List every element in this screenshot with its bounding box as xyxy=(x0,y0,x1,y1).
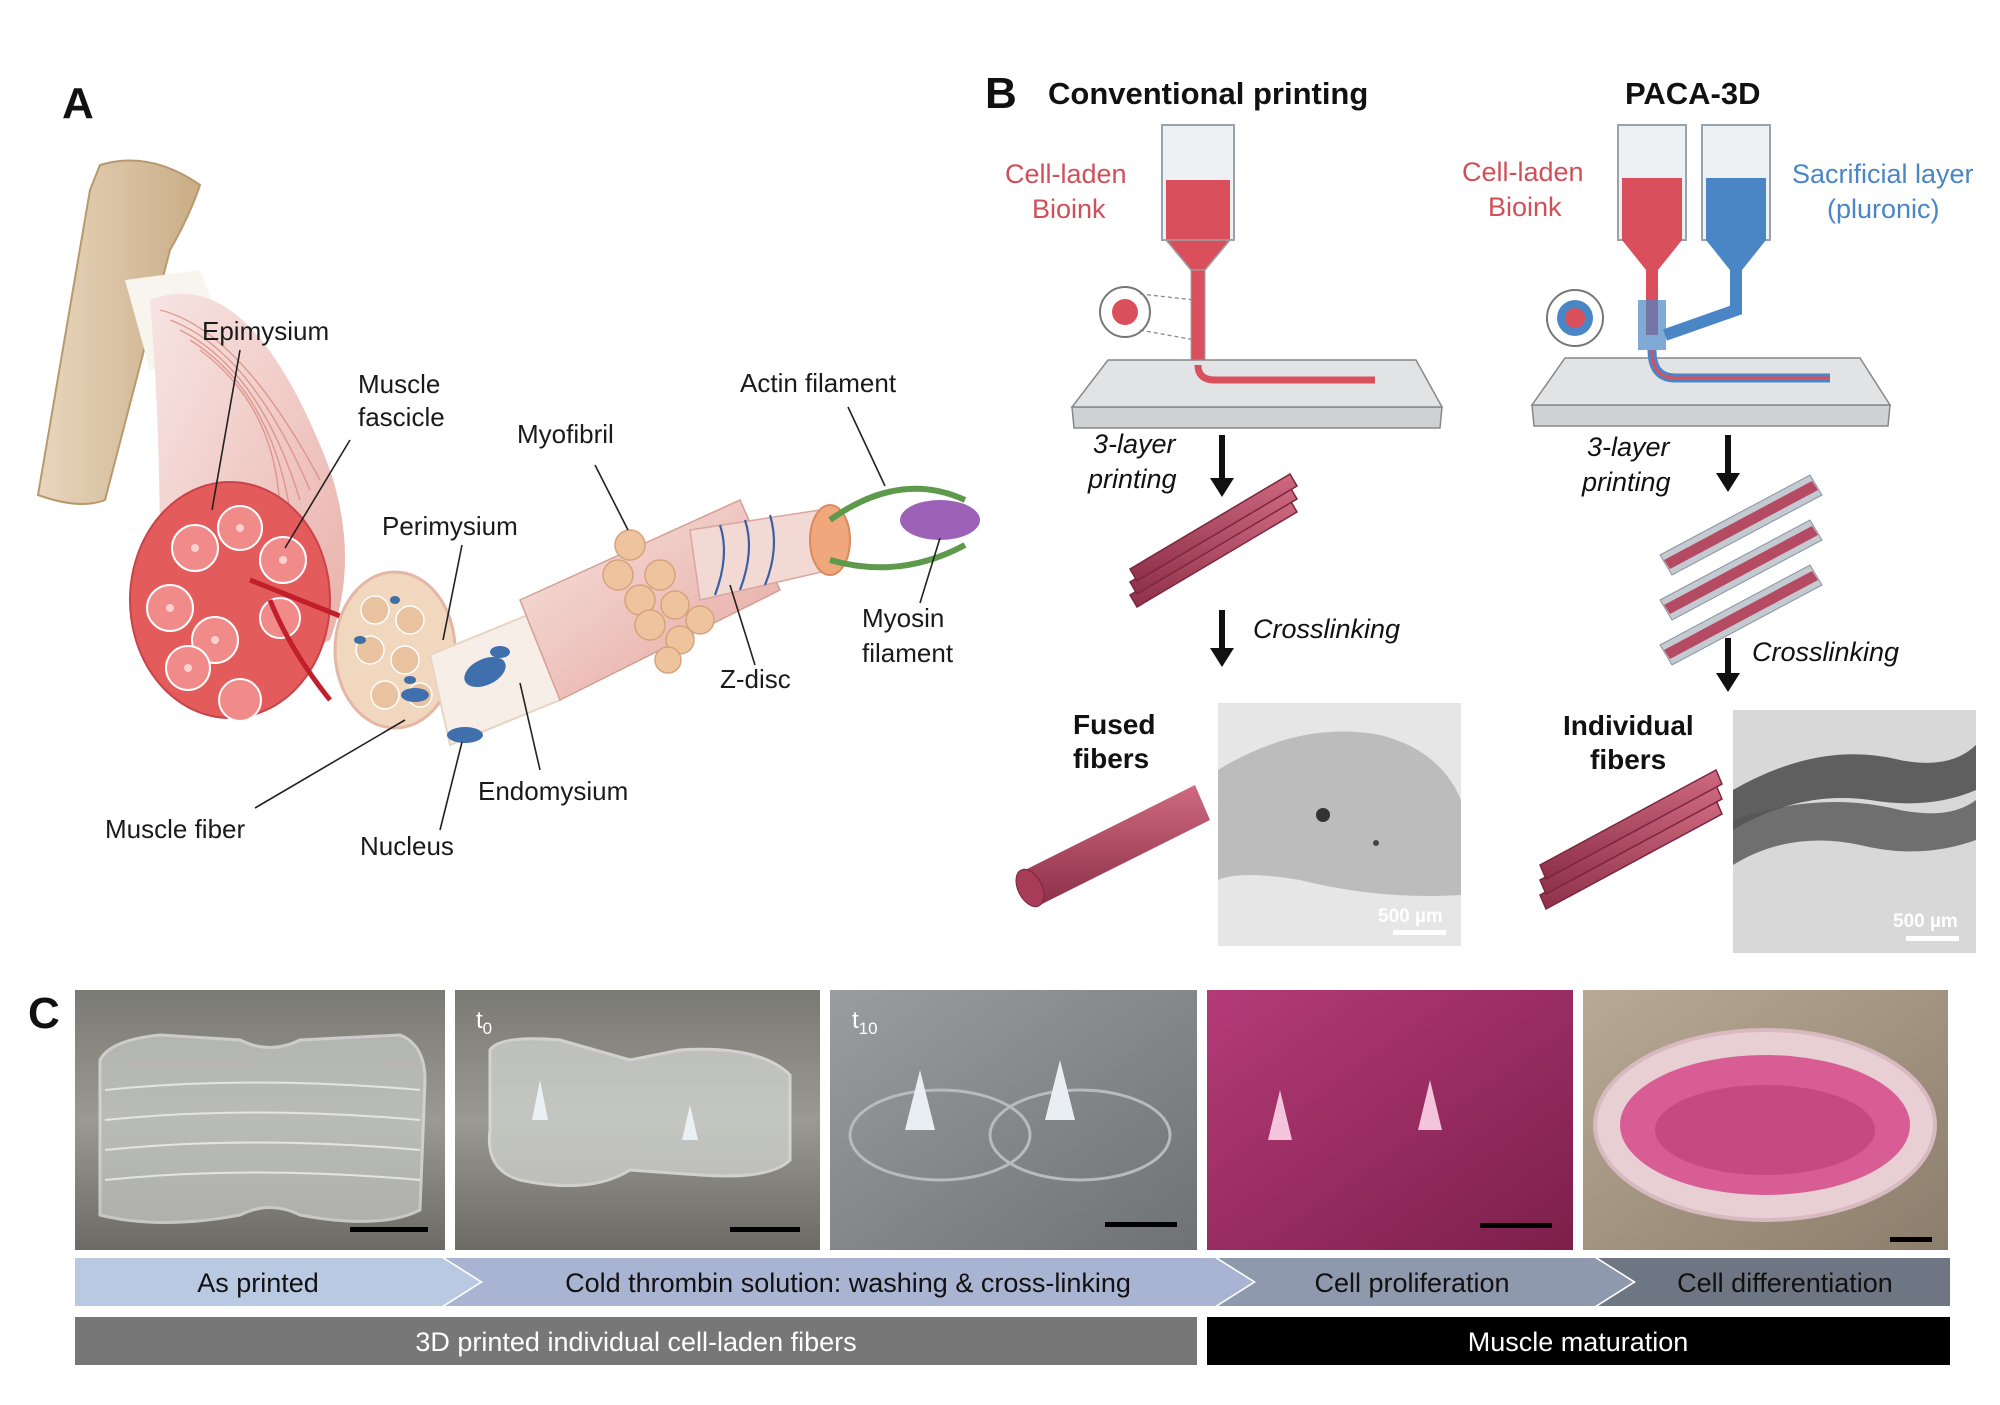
paca-sacrificial-1: Sacrificial layer xyxy=(1792,159,1974,189)
conventional-fused-stack xyxy=(1128,472,1299,609)
paca-step-1b: printing xyxy=(1581,467,1671,497)
micrograph-fused: 500 µm xyxy=(1218,703,1461,946)
t10-label: t10 xyxy=(852,1007,878,1038)
label-muscle-fiber: Muscle fiber xyxy=(105,814,245,844)
stage-1-label: As printed xyxy=(197,1268,319,1298)
label-myosin-1: Myosin xyxy=(862,603,944,633)
paca-sacrificial-2: (pluronic) xyxy=(1827,194,1940,224)
stage-2-label: Cold thrombin solution: washing & cross-… xyxy=(565,1268,1131,1298)
paca-arrow-2 xyxy=(1716,638,1740,692)
conventional-bioink-2: Bioink xyxy=(1032,194,1106,224)
filaments xyxy=(828,485,980,571)
conventional-title: Conventional printing xyxy=(1048,76,1368,111)
paca-arrow-1 xyxy=(1716,435,1740,492)
muscle-striations xyxy=(159,309,321,521)
paca-bioink-2: Bioink xyxy=(1488,192,1562,222)
bone-illustration xyxy=(36,159,202,505)
label-muscle-fascicle-2: fascicle xyxy=(358,402,445,432)
conventional-nozzle xyxy=(1070,124,1444,429)
paca-result-2: fibers xyxy=(1590,744,1666,775)
label-myosin-2: filament xyxy=(862,638,954,668)
nuclei xyxy=(354,596,416,684)
stage-4-label: Cell differentiation xyxy=(1677,1268,1893,1298)
conventional-arrow-1 xyxy=(1210,435,1234,497)
paca-bioink-1: Cell-laden xyxy=(1462,157,1584,187)
stage-3-label: Cell proliferation xyxy=(1314,1268,1509,1298)
panel-a: A xyxy=(36,79,980,861)
label-z-disc: Z-disc xyxy=(720,664,791,694)
conventional-step-1a: 3-layer xyxy=(1093,429,1177,459)
paca-step-2: Crosslinking xyxy=(1752,637,1899,667)
bottom-bars: 3D printed individual cell-laden fibers … xyxy=(75,1317,1950,1365)
label-muscle-fascicle-1: Muscle xyxy=(358,369,440,399)
stage-4-shape xyxy=(1598,1258,1950,1306)
fascicle-dots xyxy=(166,524,287,672)
label-nucleus: Nucleus xyxy=(360,831,454,861)
stage-row: As printed Cold thrombin solution: washi… xyxy=(75,1258,1950,1306)
panel-c-letter: C xyxy=(28,989,60,1038)
conventional-step-2: Crosslinking xyxy=(1253,614,1400,644)
paca-nozzles xyxy=(1530,124,1892,427)
conventional-bioink-1: Cell-laden xyxy=(1005,159,1127,189)
stage-2-shape xyxy=(445,1258,1253,1306)
fascicle-fibers xyxy=(355,595,433,710)
paca-individual-stack xyxy=(1659,474,1823,666)
z-disc-lines xyxy=(713,514,776,596)
photo-as-printed xyxy=(75,990,445,1250)
label-actin: Actin filament xyxy=(740,368,897,398)
conventional-result-1: Fused xyxy=(1073,709,1155,740)
bar-right-label: Muscle maturation xyxy=(1468,1327,1689,1357)
myofibril-ends xyxy=(602,529,715,674)
photo-t0: t0 xyxy=(455,990,820,1250)
stage-3-shape xyxy=(1218,1258,1633,1306)
fused-fiber-cylinder xyxy=(1015,785,1210,908)
conventional-result-2: fibers xyxy=(1073,743,1149,774)
micrograph-individual: 500 µm xyxy=(1733,710,1976,953)
bar-left xyxy=(75,1317,1197,1365)
paca-step-1a: 3-layer xyxy=(1587,432,1671,462)
conventional-arrow-2 xyxy=(1210,610,1234,667)
bar-right xyxy=(1207,1317,1950,1365)
conventional-step-1b: printing xyxy=(1087,464,1177,494)
scale-fused: 500 µm xyxy=(1378,906,1443,927)
label-endomysium: Endomysium xyxy=(478,776,628,806)
scale-individual: 500 µm xyxy=(1893,911,1958,932)
label-myofibril: Myofibril xyxy=(517,419,614,449)
photo-proliferation xyxy=(1207,990,1573,1250)
photo-t10: t10 xyxy=(830,990,1197,1250)
fiber-nuclei xyxy=(401,646,510,743)
panel-a-letter: A xyxy=(62,79,94,128)
bar-left-label: 3D printed individual cell-laden fibers xyxy=(415,1327,856,1357)
label-epimysium: Epimysium xyxy=(202,316,329,346)
photo-dish xyxy=(1583,990,1948,1250)
paca-result-1: Individual xyxy=(1563,710,1694,741)
panel-b-letter: B xyxy=(985,69,1017,118)
t0-label: t0 xyxy=(476,1007,492,1038)
stage-1-shape xyxy=(75,1258,480,1306)
individual-fibers xyxy=(1539,768,1723,911)
panel-b: B Conventional printing Cell-laden Bioin… xyxy=(985,69,1976,953)
label-perimysium: Perimysium xyxy=(382,511,518,541)
paca-title: PACA-3D xyxy=(1625,76,1761,111)
panel-c: C t0 t10 xyxy=(28,989,1950,1365)
myofibril-end xyxy=(809,504,851,576)
